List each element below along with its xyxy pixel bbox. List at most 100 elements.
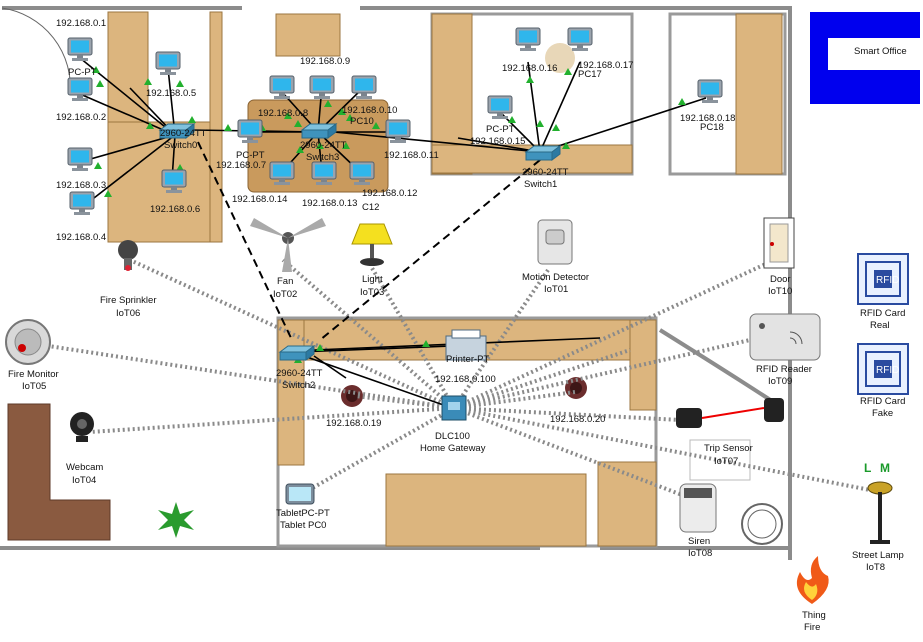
switch3-model[interactable]: 2960-24TT: [300, 140, 347, 151]
tablet-name[interactable]: Tablet PC0: [280, 520, 326, 531]
motion-name[interactable]: Motion Detector: [522, 272, 589, 283]
pc14-ip[interactable]: 192.168.0.14: [232, 194, 287, 205]
rfid-chip-label: RFID: [876, 275, 899, 286]
pc12-tag[interactable]: C12: [362, 202, 379, 213]
switch3-name[interactable]: Switch3: [306, 152, 339, 163]
lamp-name[interactable]: Street Lamp: [852, 550, 904, 561]
smart-office-label-box: [828, 38, 920, 70]
link-up-indicator: [552, 124, 560, 131]
link-indicators: [92, 66, 686, 363]
rfid-card-fake-line2[interactable]: Fake: [872, 408, 893, 419]
siren-tag[interactable]: IoT08: [688, 548, 712, 559]
pc7-tag[interactable]: PC-PT: [236, 150, 265, 161]
pc6-ip[interactable]: 192.168.0.6: [150, 204, 200, 215]
switch0-name[interactable]: Switch0: [164, 140, 197, 151]
pc1-tag[interactable]: PC-PT: [68, 67, 97, 78]
thing-line1[interactable]: Thing: [802, 610, 826, 621]
home-gateway-icon: [441, 395, 467, 421]
fan-name[interactable]: Fan: [277, 276, 293, 287]
door-name[interactable]: Door: [770, 274, 791, 285]
pc10-tag[interactable]: PC10: [350, 116, 374, 127]
switch1-model[interactable]: 2960-24TT: [522, 167, 569, 178]
rfid-chip-label: RFID: [876, 365, 899, 376]
walls: [0, 6, 792, 560]
labels[interactable]: 192.168.0.1 PC-PT 192.168.0.2 192.168.0.…: [8, 18, 905, 633]
sprinkler-tag[interactable]: IoT06: [116, 308, 140, 319]
thing-line2[interactable]: Fire: [804, 622, 820, 633]
link-up-indicator: [104, 190, 112, 197]
pc16-ip[interactable]: 192.168.0.16: [502, 63, 557, 74]
switch2-model[interactable]: 2960-24TT: [276, 368, 323, 379]
pc19-ip[interactable]: 192.168.0.19: [326, 418, 381, 429]
pc11-ip[interactable]: 192.168.0.11: [384, 150, 439, 161]
pc3-ip[interactable]: 192.168.0.3: [56, 180, 106, 191]
pc17-tag[interactable]: PC17: [578, 69, 602, 80]
link-up-indicator: [508, 116, 516, 123]
sprinkler-name[interactable]: Fire Sprinkler: [100, 295, 157, 306]
firemon-name[interactable]: Fire Monitor: [8, 369, 59, 380]
trip-sensor-icon: [676, 398, 784, 428]
pc4-ip[interactable]: 192.168.0.4: [56, 232, 106, 243]
rfid-card-real-line1[interactable]: RFID Card: [860, 308, 905, 319]
switch0-model[interactable]: 2960-24TT: [160, 128, 207, 139]
rfid-card-fake-line1[interactable]: RFID Card: [860, 396, 905, 407]
light-tag[interactable]: IoT03: [360, 287, 384, 298]
lamp-indicator-l[interactable]: L: [864, 461, 871, 475]
lamp-tag[interactable]: IoT8: [866, 562, 885, 573]
switch2-name[interactable]: Switch2: [282, 380, 315, 391]
link-up-indicator: [562, 142, 570, 149]
pc18-ip[interactable]: 192.168.0.18: [680, 113, 735, 124]
printer-name[interactable]: Printer-PT: [446, 354, 489, 365]
link-up-indicator: [536, 120, 544, 127]
pc13-ip[interactable]: 192.168.0.13: [302, 198, 357, 209]
tablet-icon: [285, 483, 315, 505]
lamp-indicator-m[interactable]: M: [880, 461, 890, 475]
trip-tag[interactable]: IoT07: [714, 456, 738, 467]
pc10-ip[interactable]: 192.168.0.10: [342, 105, 397, 116]
rfid-card-real-line2[interactable]: Real: [870, 320, 890, 331]
rfid-card-fake-icon: [857, 343, 909, 395]
link-up-indicator: [526, 76, 534, 83]
siren-icon: [679, 483, 717, 533]
link-up-indicator: [564, 68, 572, 75]
rfidreader-name[interactable]: RFID Reader: [756, 364, 812, 375]
fan-tag[interactable]: IoT02: [273, 289, 297, 300]
firemon-tag[interactable]: IoT05: [22, 381, 46, 392]
pc18-tag[interactable]: PC18: [700, 122, 724, 133]
gateway-name[interactable]: Home Gateway: [420, 443, 486, 454]
webcam-name[interactable]: Webcam: [66, 462, 103, 473]
link-up-indicator: [146, 122, 154, 129]
switch1-name[interactable]: Switch1: [524, 179, 557, 190]
rfidreader-tag[interactable]: IoT09: [768, 376, 792, 387]
webcam-tag[interactable]: IoT04: [72, 475, 96, 486]
pc20-ip[interactable]: 192.168.0.20: [550, 414, 605, 425]
link-up-indicator: [92, 66, 100, 73]
webcam-icon: [70, 412, 94, 442]
motion-detector-icon: [537, 219, 573, 265]
pc5-ip[interactable]: 192.168.0.5: [146, 88, 196, 99]
motion-tag[interactable]: IoT01: [544, 284, 568, 295]
tablet-model[interactable]: TabletPC-PT: [276, 508, 330, 519]
pc12-ip[interactable]: 192.168.0.12: [362, 188, 417, 199]
pc8-ip[interactable]: 192.168.0.8: [258, 108, 308, 119]
siren-name[interactable]: Siren: [688, 536, 710, 547]
gateway-model[interactable]: DLC100: [435, 431, 470, 442]
pc15-ip[interactable]: 192.168.0.15: [470, 136, 525, 147]
fan-icon: [250, 218, 326, 272]
pc15-tag[interactable]: PC-PT: [486, 124, 515, 135]
door-tag[interactable]: IoT10: [768, 286, 792, 297]
printer-ip[interactable]: 192.168.0.100: [435, 374, 496, 385]
pc2-ip[interactable]: 192.168.0.2: [56, 112, 106, 123]
light-name[interactable]: Light: [362, 274, 383, 285]
pc1-ip[interactable]: 192.168.0.1: [56, 18, 106, 29]
light-icon: [351, 223, 393, 266]
pc9-ip[interactable]: 192.168.0.9: [300, 56, 350, 67]
link-up-indicator: [188, 116, 196, 123]
link-up-indicator: [96, 80, 104, 87]
pc7-ip[interactable]: 192.168.0.7: [216, 160, 266, 171]
link-up-indicator: [294, 120, 302, 127]
rfid-reader-icon: [749, 313, 821, 361]
trip-name[interactable]: Trip Sensor: [704, 443, 753, 454]
pc17-ip[interactable]: 192.168.0.17: [578, 60, 633, 71]
